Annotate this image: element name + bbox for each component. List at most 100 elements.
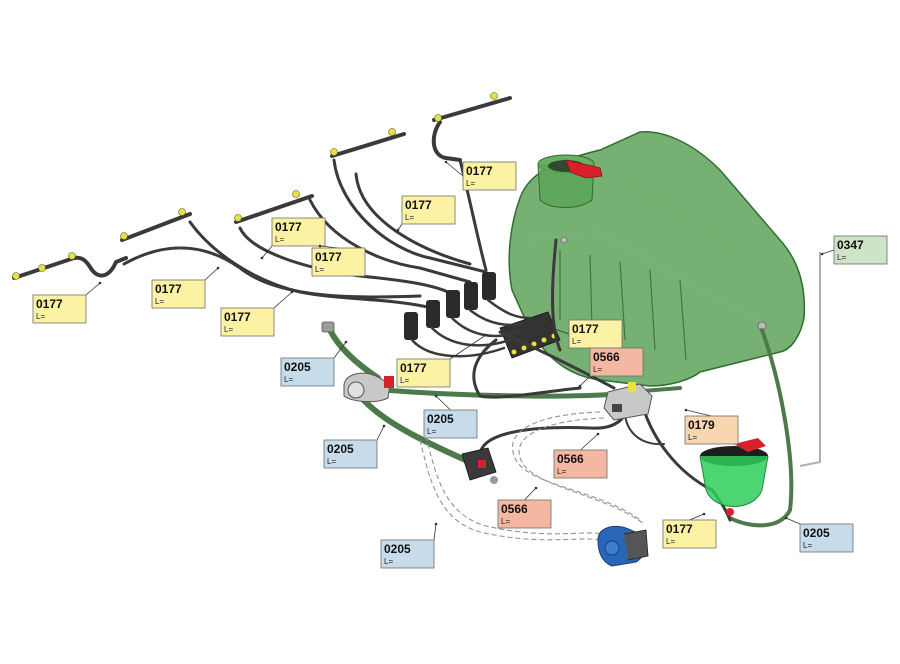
label-length: L= — [284, 375, 293, 384]
boom-arms — [12, 96, 512, 280]
label-box — [396, 358, 451, 388]
nozzle-icon — [490, 92, 498, 100]
label-box — [568, 319, 623, 349]
nozzle-icon — [234, 214, 242, 222]
nozzles — [12, 92, 498, 280]
label-code: 0566 — [501, 502, 528, 516]
label-length: L= — [327, 457, 336, 466]
leader-arrow-icon — [684, 408, 688, 412]
label-code: 0179 — [688, 418, 715, 432]
label-length: L= — [572, 337, 581, 346]
label-box — [833, 235, 888, 265]
leader-line — [333, 341, 347, 359]
leader-arrow-icon — [596, 432, 600, 436]
frame-rod — [799, 252, 821, 467]
label-box — [323, 439, 378, 469]
leader-line — [785, 517, 801, 525]
label-length: L= — [384, 557, 393, 566]
label-code: 0566 — [593, 350, 620, 364]
label-code: 0347 — [837, 238, 864, 252]
label-box — [684, 415, 739, 445]
leader-line — [580, 433, 599, 451]
leader-arrow-icon — [444, 160, 448, 164]
nozzle-icon — [388, 128, 396, 136]
label-code: 0205 — [327, 442, 354, 456]
leader-line — [261, 245, 273, 259]
leader-arrow-icon — [784, 516, 788, 520]
regulator-valve — [603, 382, 653, 421]
mid-valve — [461, 447, 498, 484]
leader-arrow-icon — [216, 266, 220, 270]
label-code: 0177 — [666, 522, 693, 536]
leader-line — [85, 282, 101, 296]
leader-line — [433, 523, 437, 541]
nozzle-icon — [12, 272, 20, 280]
label-box — [311, 247, 366, 277]
label-box — [423, 409, 478, 439]
leader-line — [445, 161, 464, 177]
label-code: 0177 — [405, 198, 432, 212]
label-code: 0177 — [224, 310, 251, 324]
label-box — [553, 449, 608, 479]
leader-arrow-icon — [318, 244, 322, 248]
dashed-hoses — [419, 411, 645, 541]
leader-line — [449, 334, 487, 360]
label-box — [32, 294, 87, 324]
nozzle-icon — [292, 190, 300, 198]
label-length: L= — [501, 517, 510, 526]
part-labels: 0177L=0177L=0177L=0177L=0177L=0177L=0177… — [32, 160, 888, 569]
label-box — [271, 217, 326, 247]
nozzle-icon — [330, 148, 338, 156]
label-code: 0177 — [155, 282, 182, 296]
nozzle-icon — [178, 208, 186, 216]
leader-line — [579, 375, 591, 387]
leader-line — [689, 513, 705, 521]
label-length: L= — [36, 312, 45, 321]
nozzle-icon — [434, 114, 442, 122]
label-box — [151, 279, 206, 309]
label-code: 0205 — [384, 542, 411, 556]
label-box — [662, 519, 717, 549]
pressure-filter — [343, 372, 394, 403]
label-box — [280, 357, 335, 387]
label-box — [799, 523, 854, 553]
section-valves — [404, 272, 561, 359]
label-length: L= — [593, 365, 602, 374]
label-code: 0177 — [572, 322, 599, 336]
label-length: L= — [405, 213, 414, 222]
label-length: L= — [666, 537, 675, 546]
label-code: 0177 — [400, 361, 427, 375]
label-code: 0177 — [36, 297, 63, 311]
leader-line — [204, 267, 219, 281]
leader-arrow-icon — [396, 228, 400, 232]
leader-line — [539, 323, 570, 335]
leader-arrow-icon — [578, 384, 582, 388]
label-length: L= — [224, 325, 233, 334]
label-code: 0177 — [466, 164, 493, 178]
label-length: L= — [466, 179, 475, 188]
leader-arrow-icon — [484, 333, 488, 337]
leader-arrow-icon — [820, 252, 824, 256]
nozzle-icon — [68, 252, 76, 260]
label-length: L= — [315, 265, 324, 274]
leader-arrow-icon — [702, 512, 706, 516]
rinse-tank — [699, 438, 769, 516]
label-box — [220, 307, 275, 337]
leader-arrow-icon — [382, 424, 386, 428]
leader-line — [821, 249, 835, 255]
